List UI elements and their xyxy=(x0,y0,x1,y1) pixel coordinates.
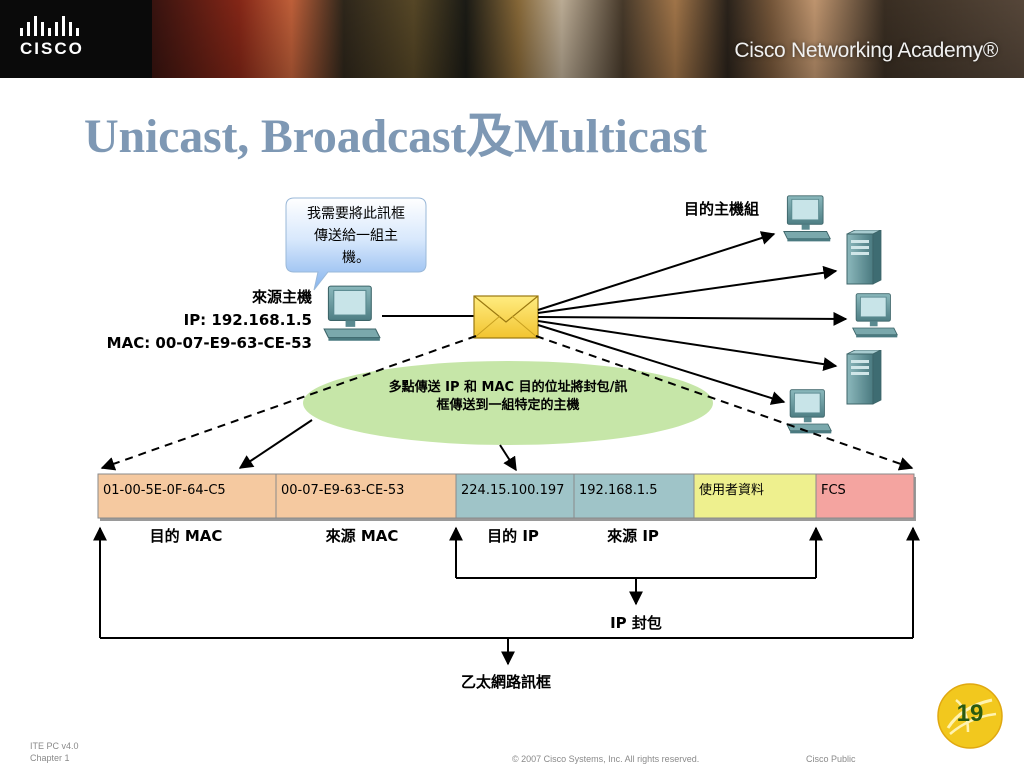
callout-line-3: 機。 xyxy=(342,250,370,266)
frame-field-box xyxy=(815,473,915,519)
frame-field-box xyxy=(455,473,575,519)
frame-field-value: 224.15.100.197 xyxy=(461,483,564,498)
header-photo-strip xyxy=(152,0,1024,78)
destination-server-icon-2 xyxy=(846,350,882,405)
footer-copyright: © 2007 Cisco Systems, Inc. All rights re… xyxy=(512,754,700,764)
source-host-title: 來源主機 xyxy=(252,288,312,306)
speech-callout: 我需要將此訊框 傳送給一組主 機。 xyxy=(285,197,427,291)
frame-field-box xyxy=(693,473,817,519)
ellipse-pointer-arrows xyxy=(238,419,517,472)
destination-server-icon-1 xyxy=(846,230,882,285)
ethernet-frame-bracket xyxy=(93,526,920,666)
multicast-fanout-arrows xyxy=(537,231,848,405)
label-dest-mac: 目的 MAC xyxy=(150,527,223,545)
slide-title: Unicast, Broadcast及Multicast xyxy=(84,110,707,163)
frame-field-value: 192.168.1.5 xyxy=(579,483,658,498)
dashed-expand-lines xyxy=(100,335,914,471)
frame-field-3: 192.168.1.5 xyxy=(573,473,696,521)
page-number: 19 xyxy=(956,700,984,727)
destination-pc-icon-1 xyxy=(783,195,831,242)
ellipse-text-line-1: 多點傳送 IP 和 MAC 目的位址將封包/訊 xyxy=(389,379,628,395)
frame-field-2: 224.15.100.197 xyxy=(455,473,576,521)
footer-classification: Cisco Public xyxy=(806,754,856,764)
header-banner: CISCO Cisco Networking Academy® xyxy=(0,0,1024,78)
frame-field-box xyxy=(573,473,695,519)
page-badge-icon xyxy=(937,683,1003,749)
frame-field-5: FCS xyxy=(815,473,916,521)
frame-field-1: 00-07-E9-63-CE-53 xyxy=(275,473,458,521)
footer-chapter: Chapter 1 xyxy=(30,753,70,763)
label-dest-ip: 目的 IP xyxy=(487,527,539,545)
destination-pc-icon-2 xyxy=(852,293,898,338)
frame-field-value: 使用者資料 xyxy=(699,482,764,498)
ip-packet-bracket xyxy=(449,526,823,606)
envelope-icon xyxy=(473,295,539,339)
source-host-ip: IP: 192.168.1.5 xyxy=(184,311,312,329)
academy-brand: Cisco Networking Academy® xyxy=(734,39,998,62)
footer-course-info: ITE PC v4.0 Chapter 1 xyxy=(30,740,79,764)
source-host-mac: MAC: 00-07-E9-63-CE-53 xyxy=(107,334,312,352)
label-src-ip: 來源 IP xyxy=(607,527,659,545)
frame-field-value: 01-00-5E-0F-64-C5 xyxy=(103,483,226,498)
callout-line-2: 傳送給一組主 xyxy=(314,228,398,244)
ethernet-frame-label: 乙太網路訊框 xyxy=(461,673,551,691)
label-src-mac: 來源 MAC xyxy=(326,527,399,545)
source-pc-icon xyxy=(323,285,381,342)
frame-field-value: FCS xyxy=(821,483,846,498)
frame-field-box xyxy=(97,473,277,519)
cisco-logo-text: CISCO xyxy=(20,39,84,58)
frame-field-0: 01-00-5E-0F-64-C5 xyxy=(97,473,278,521)
callout-line-1: 我需要將此訊框 xyxy=(307,206,405,222)
frame-field-value: 00-07-E9-63-CE-53 xyxy=(281,483,404,498)
frame-field-box xyxy=(275,473,457,519)
ethernet-frame: 01-00-5E-0F-64-C5 00-07-E9-63-CE-53 224.15… xyxy=(97,473,916,521)
ip-packet-label: IP 封包 xyxy=(610,614,662,632)
frame-field-4: 使用者資料 xyxy=(693,473,818,521)
footer-course: ITE PC v4.0 xyxy=(30,741,79,751)
cisco-logo-icon xyxy=(20,16,79,36)
ellipse-text-line-2: 框傳送到一組特定的主機 xyxy=(436,397,579,413)
multicast-ellipse xyxy=(303,361,713,445)
destination-group-label: 目的主機組 xyxy=(684,200,759,218)
